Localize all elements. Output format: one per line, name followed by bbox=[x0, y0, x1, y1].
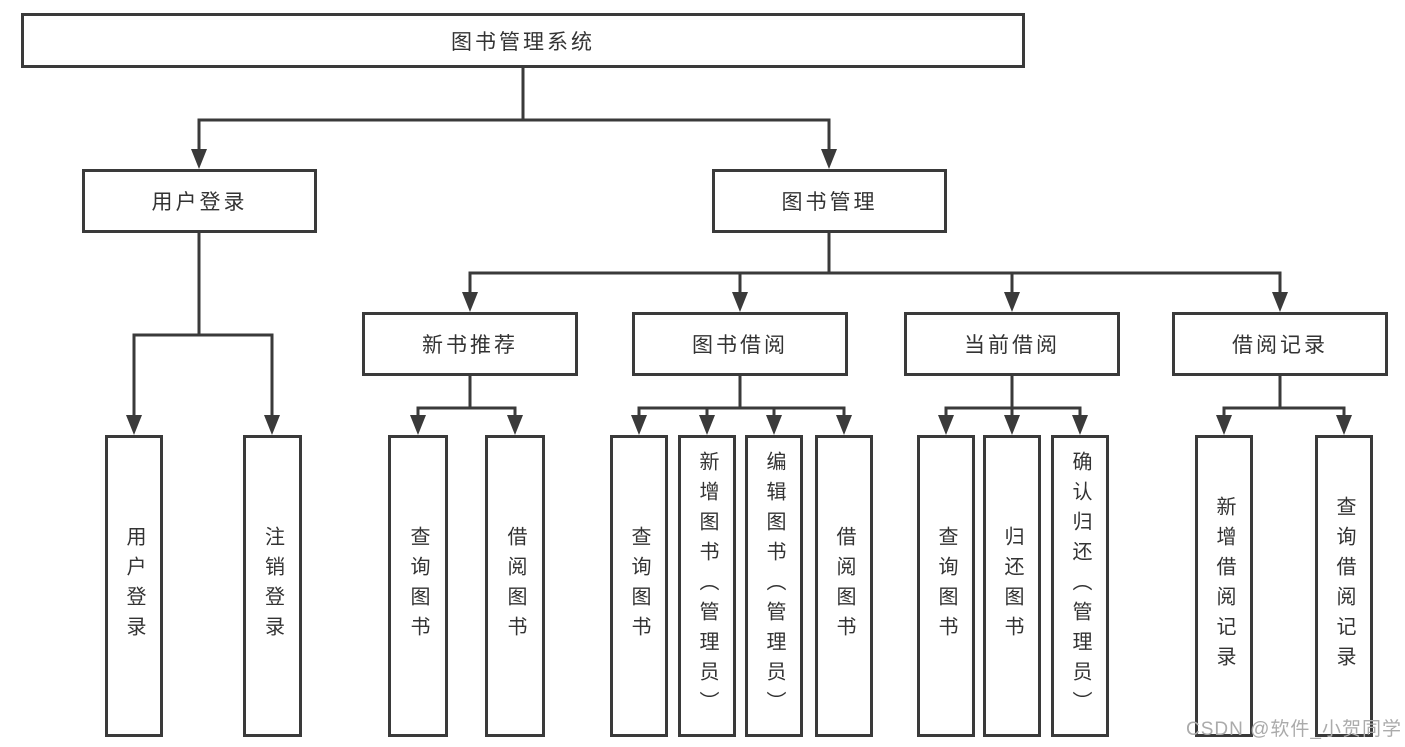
leaf-bb-borrow-books-label: 借阅图书 bbox=[833, 526, 855, 646]
leaf-user-login: 用户登录 bbox=[105, 435, 163, 737]
leaf-user-login-label: 用户登录 bbox=[123, 526, 145, 646]
node-book-borrowing: 图书借阅 bbox=[632, 312, 848, 376]
leaf-nbr-borrow-books: 借阅图书 bbox=[485, 435, 545, 737]
node-root: 图书管理系统 bbox=[21, 13, 1025, 68]
leaf-bb-query-books-label: 查询图书 bbox=[628, 526, 650, 646]
node-borrow-records-label: 借阅记录 bbox=[1232, 334, 1328, 357]
node-book-borrowing-label: 图书借阅 bbox=[692, 334, 788, 357]
node-book-management: 图书管理 bbox=[712, 169, 947, 233]
arrowheads bbox=[126, 149, 1352, 435]
node-borrow-records: 借阅记录 bbox=[1172, 312, 1388, 376]
leaf-logout: 注销登录 bbox=[243, 435, 302, 737]
leaf-bb-borrow-books: 借阅图书 bbox=[815, 435, 873, 737]
leaf-bb-edit-books-admin-label: 编辑图书（管理员） bbox=[763, 451, 785, 721]
node-user-login: 用户登录 bbox=[82, 169, 317, 233]
node-book-management-label: 图书管理 bbox=[781, 191, 878, 214]
leaf-bb-query-books: 查询图书 bbox=[610, 435, 668, 737]
leaf-nbr-query-books-label: 查询图书 bbox=[407, 526, 429, 646]
leaf-br-add-record-label: 新增借阅记录 bbox=[1213, 496, 1235, 676]
connector-group bbox=[132, 66, 1346, 420]
node-new-book-recommend-label: 新书推荐 bbox=[422, 334, 518, 357]
leaf-cb-return-books: 归还图书 bbox=[983, 435, 1041, 737]
leaf-cb-query-books: 查询图书 bbox=[917, 435, 975, 737]
leaf-nbr-borrow-books-label: 借阅图书 bbox=[504, 526, 526, 646]
node-root-label: 图书管理系统 bbox=[451, 30, 595, 54]
leaf-cb-confirm-return-admin-label: 确认归还（管理员） bbox=[1069, 451, 1091, 721]
leaf-br-query-record-label: 查询借阅记录 bbox=[1333, 496, 1355, 676]
leaf-cb-return-books-label: 归还图书 bbox=[1001, 526, 1023, 646]
leaf-bb-add-books-admin: 新增图书（管理员） bbox=[678, 435, 736, 737]
leaf-logout-label: 注销登录 bbox=[261, 526, 284, 646]
leaf-br-add-record: 新增借阅记录 bbox=[1195, 435, 1253, 737]
node-new-book-recommend: 新书推荐 bbox=[362, 312, 578, 376]
node-user-login-label: 用户登录 bbox=[151, 191, 248, 214]
node-current-borrowing: 当前借阅 bbox=[904, 312, 1120, 376]
leaf-bb-edit-books-admin: 编辑图书（管理员） bbox=[745, 435, 803, 737]
leaf-bb-add-books-admin-label: 新增图书（管理员） bbox=[696, 451, 718, 721]
node-current-borrowing-label: 当前借阅 bbox=[964, 334, 1060, 357]
leaf-cb-query-books-label: 查询图书 bbox=[935, 526, 957, 646]
leaf-br-query-record: 查询借阅记录 bbox=[1315, 435, 1373, 737]
csdn-watermark: CSDN @软件_小贺同学 bbox=[1186, 719, 1402, 740]
leaf-nbr-query-books: 查询图书 bbox=[388, 435, 448, 737]
leaf-cb-confirm-return-admin: 确认归还（管理员） bbox=[1051, 435, 1109, 737]
